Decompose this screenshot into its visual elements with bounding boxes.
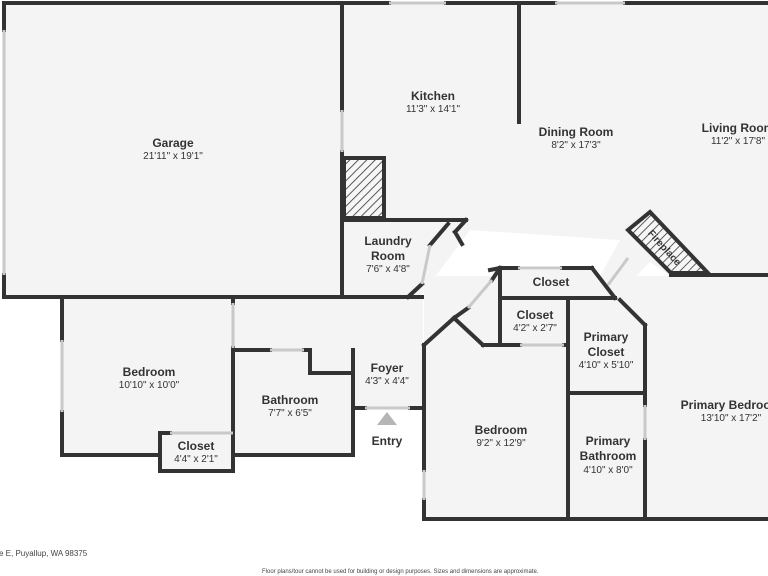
primary-bathroom-name: Primary Bathroom (579, 434, 637, 463)
dining-room-dims: 8'2" x 17'3" (551, 140, 601, 151)
garage-name: Garage (152, 136, 194, 150)
small-closet-name: Closet (516, 308, 554, 322)
primary-bathroom-dims: 4'10" x 8'0" (583, 465, 633, 476)
windows (2, 1, 647, 500)
laundry-room-name: Laundry Room (364, 234, 412, 263)
disclaimer-text: Floor plans/tour cannot be used for buil… (262, 569, 539, 575)
entry-label: Entry (371, 434, 403, 448)
left-bedroom-dims: 10'10" x 10'0" (118, 380, 180, 391)
garage-dims: 21'11" x 19'1" (143, 151, 203, 162)
primary-bedroom-name: Primary Bedroom (680, 398, 768, 412)
foyer-dims: 4'3" x 4'4" (365, 376, 409, 387)
hall-closet-name: Closet (532, 275, 570, 289)
middle-bedroom-dims: 9'2" x 12'9" (476, 438, 526, 449)
small-closet-dims: 4'2" x 2'7" (513, 323, 557, 334)
dining-room-name: Dining Room (538, 125, 614, 139)
primary-bedroom-dims: 13'10" x 17'2" (700, 413, 762, 424)
laundry-room-dims: 7'6" x 4'8" (366, 264, 410, 275)
middle-bedroom-name: Bedroom (474, 423, 528, 437)
bedroom-closet-name: Closet (177, 439, 215, 453)
floor-fills (4, 4, 768, 518)
primary-closet-name: Primary Closet (583, 330, 629, 359)
living-room-name: Living Room (701, 121, 768, 135)
hatched-block (342, 156, 386, 220)
kitchen-dims: 11'3" x 14'1" (405, 104, 461, 115)
left-bedroom-name: Bedroom (122, 365, 176, 379)
living-room-dims: 11'2" x 17'8" (710, 136, 766, 147)
foyer-name: Foyer (370, 361, 404, 375)
bedroom-closet-dims: 4'4" x 2'1" (174, 454, 218, 465)
bathroom-dims: 7'7" x 6'5" (268, 408, 312, 419)
address-text: e E, Puyallup, WA 98375 (0, 549, 88, 558)
primary-closet-dims: 4'10" x 5'10" (578, 360, 634, 371)
entry-arrow-icon (377, 412, 397, 425)
bathroom-name: Bathroom (261, 393, 319, 407)
walls (2, 1, 768, 521)
kitchen-name: Kitchen (410, 89, 456, 103)
